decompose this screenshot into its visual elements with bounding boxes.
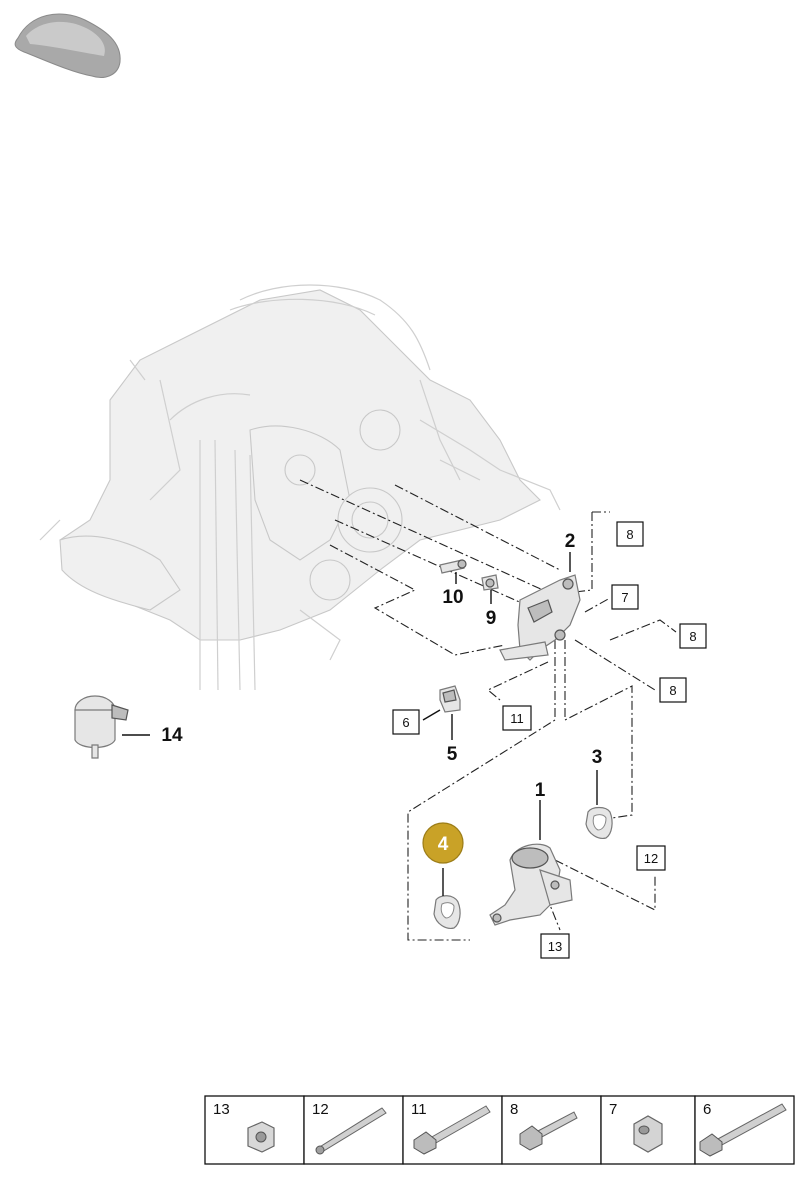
hardware-cell-label: 12 <box>312 1101 329 1118</box>
boxed-ref-8-lower: 8 <box>659 677 687 703</box>
leader-lines <box>122 552 598 896</box>
hardware-cell-label: 13 <box>213 1101 230 1118</box>
boxed-ref-label: 11 <box>510 711 524 726</box>
long-bolt-icon <box>315 1107 387 1155</box>
engine-mount-part <box>489 843 573 926</box>
hardware-cell-6[interactable]: 6 <box>694 1095 795 1165</box>
engine-bracket-part <box>499 574 581 661</box>
plate-part-highlighted <box>433 895 461 929</box>
boxed-ref-label: 8 <box>626 527 633 542</box>
small-mount-part <box>439 685 461 713</box>
boxed-ref-label: 6 <box>402 715 409 730</box>
callout-label: 10 <box>442 587 463 608</box>
boxed-ref-11: 11 <box>502 705 532 731</box>
boxed-ref-8-middle: 8 <box>679 623 707 649</box>
callout-4-highlighted[interactable]: 4 <box>422 822 464 864</box>
flange-bolt-icon <box>413 1105 491 1155</box>
hardware-cell-11[interactable]: 11 <box>402 1095 503 1165</box>
callout-2: 2 <box>565 531 576 552</box>
assembly-lines <box>299 479 677 941</box>
hardware-cell-8[interactable]: 8 <box>501 1095 602 1165</box>
boxed-ref-label: 8 <box>669 683 676 698</box>
boxed-ref-label: 13 <box>548 939 562 954</box>
boxed-ref-label: 7 <box>621 590 628 605</box>
engine-assembly-image <box>39 284 561 691</box>
hardware-table: 13 12 11 8 <box>204 1095 795 1165</box>
callout-label: 5 <box>447 744 458 765</box>
boxed-ref-8-top: 8 <box>616 521 644 547</box>
stud-part <box>439 559 467 574</box>
callout-10: 10 <box>442 587 463 608</box>
flange-nut-icon <box>633 1115 663 1153</box>
nut-icon <box>247 1121 275 1153</box>
boxed-ref-label: 8 <box>689 629 696 644</box>
boxed-ref-13: 13 <box>540 933 570 959</box>
callout-14: 14 <box>161 725 183 746</box>
boxed-ref-label: 12 <box>644 851 658 866</box>
callout-1: 1 <box>535 780 546 801</box>
hardware-cell-13[interactable]: 13 <box>204 1095 305 1165</box>
hardware-cell-7[interactable]: 7 <box>600 1095 696 1165</box>
highlight-circle[interactable] <box>422 822 464 864</box>
callout-label: 2 <box>565 531 576 552</box>
short-bolt-icon <box>519 1111 578 1151</box>
callout-9: 9 <box>486 608 497 629</box>
hardware-cell-label: 8 <box>510 1101 518 1118</box>
hardware-cell-label: 6 <box>703 1101 711 1118</box>
plate-part <box>585 806 613 839</box>
boxed-ref-7: 7 <box>611 584 639 610</box>
callout-3: 3 <box>592 747 603 768</box>
callout-label[interactable]: 4 <box>438 834 449 855</box>
bushing-part <box>481 574 499 591</box>
hardware-cell-12[interactable]: 12 <box>303 1095 404 1165</box>
long-flange-bolt-icon <box>699 1103 787 1157</box>
hardware-cell-label: 11 <box>411 1101 427 1118</box>
car-silhouette-icon <box>14 13 121 78</box>
boxed-ref-6: 6 <box>392 709 420 735</box>
hydraulic-mount-part <box>74 695 129 759</box>
callout-label: 1 <box>535 780 546 801</box>
callout-5: 5 <box>447 744 458 765</box>
callout-label: 14 <box>161 725 183 746</box>
callout-label: 9 <box>486 608 497 629</box>
hardware-cell-label: 7 <box>609 1101 617 1118</box>
boxed-ref-12: 12 <box>636 845 666 871</box>
callout-label: 3 <box>592 747 603 768</box>
